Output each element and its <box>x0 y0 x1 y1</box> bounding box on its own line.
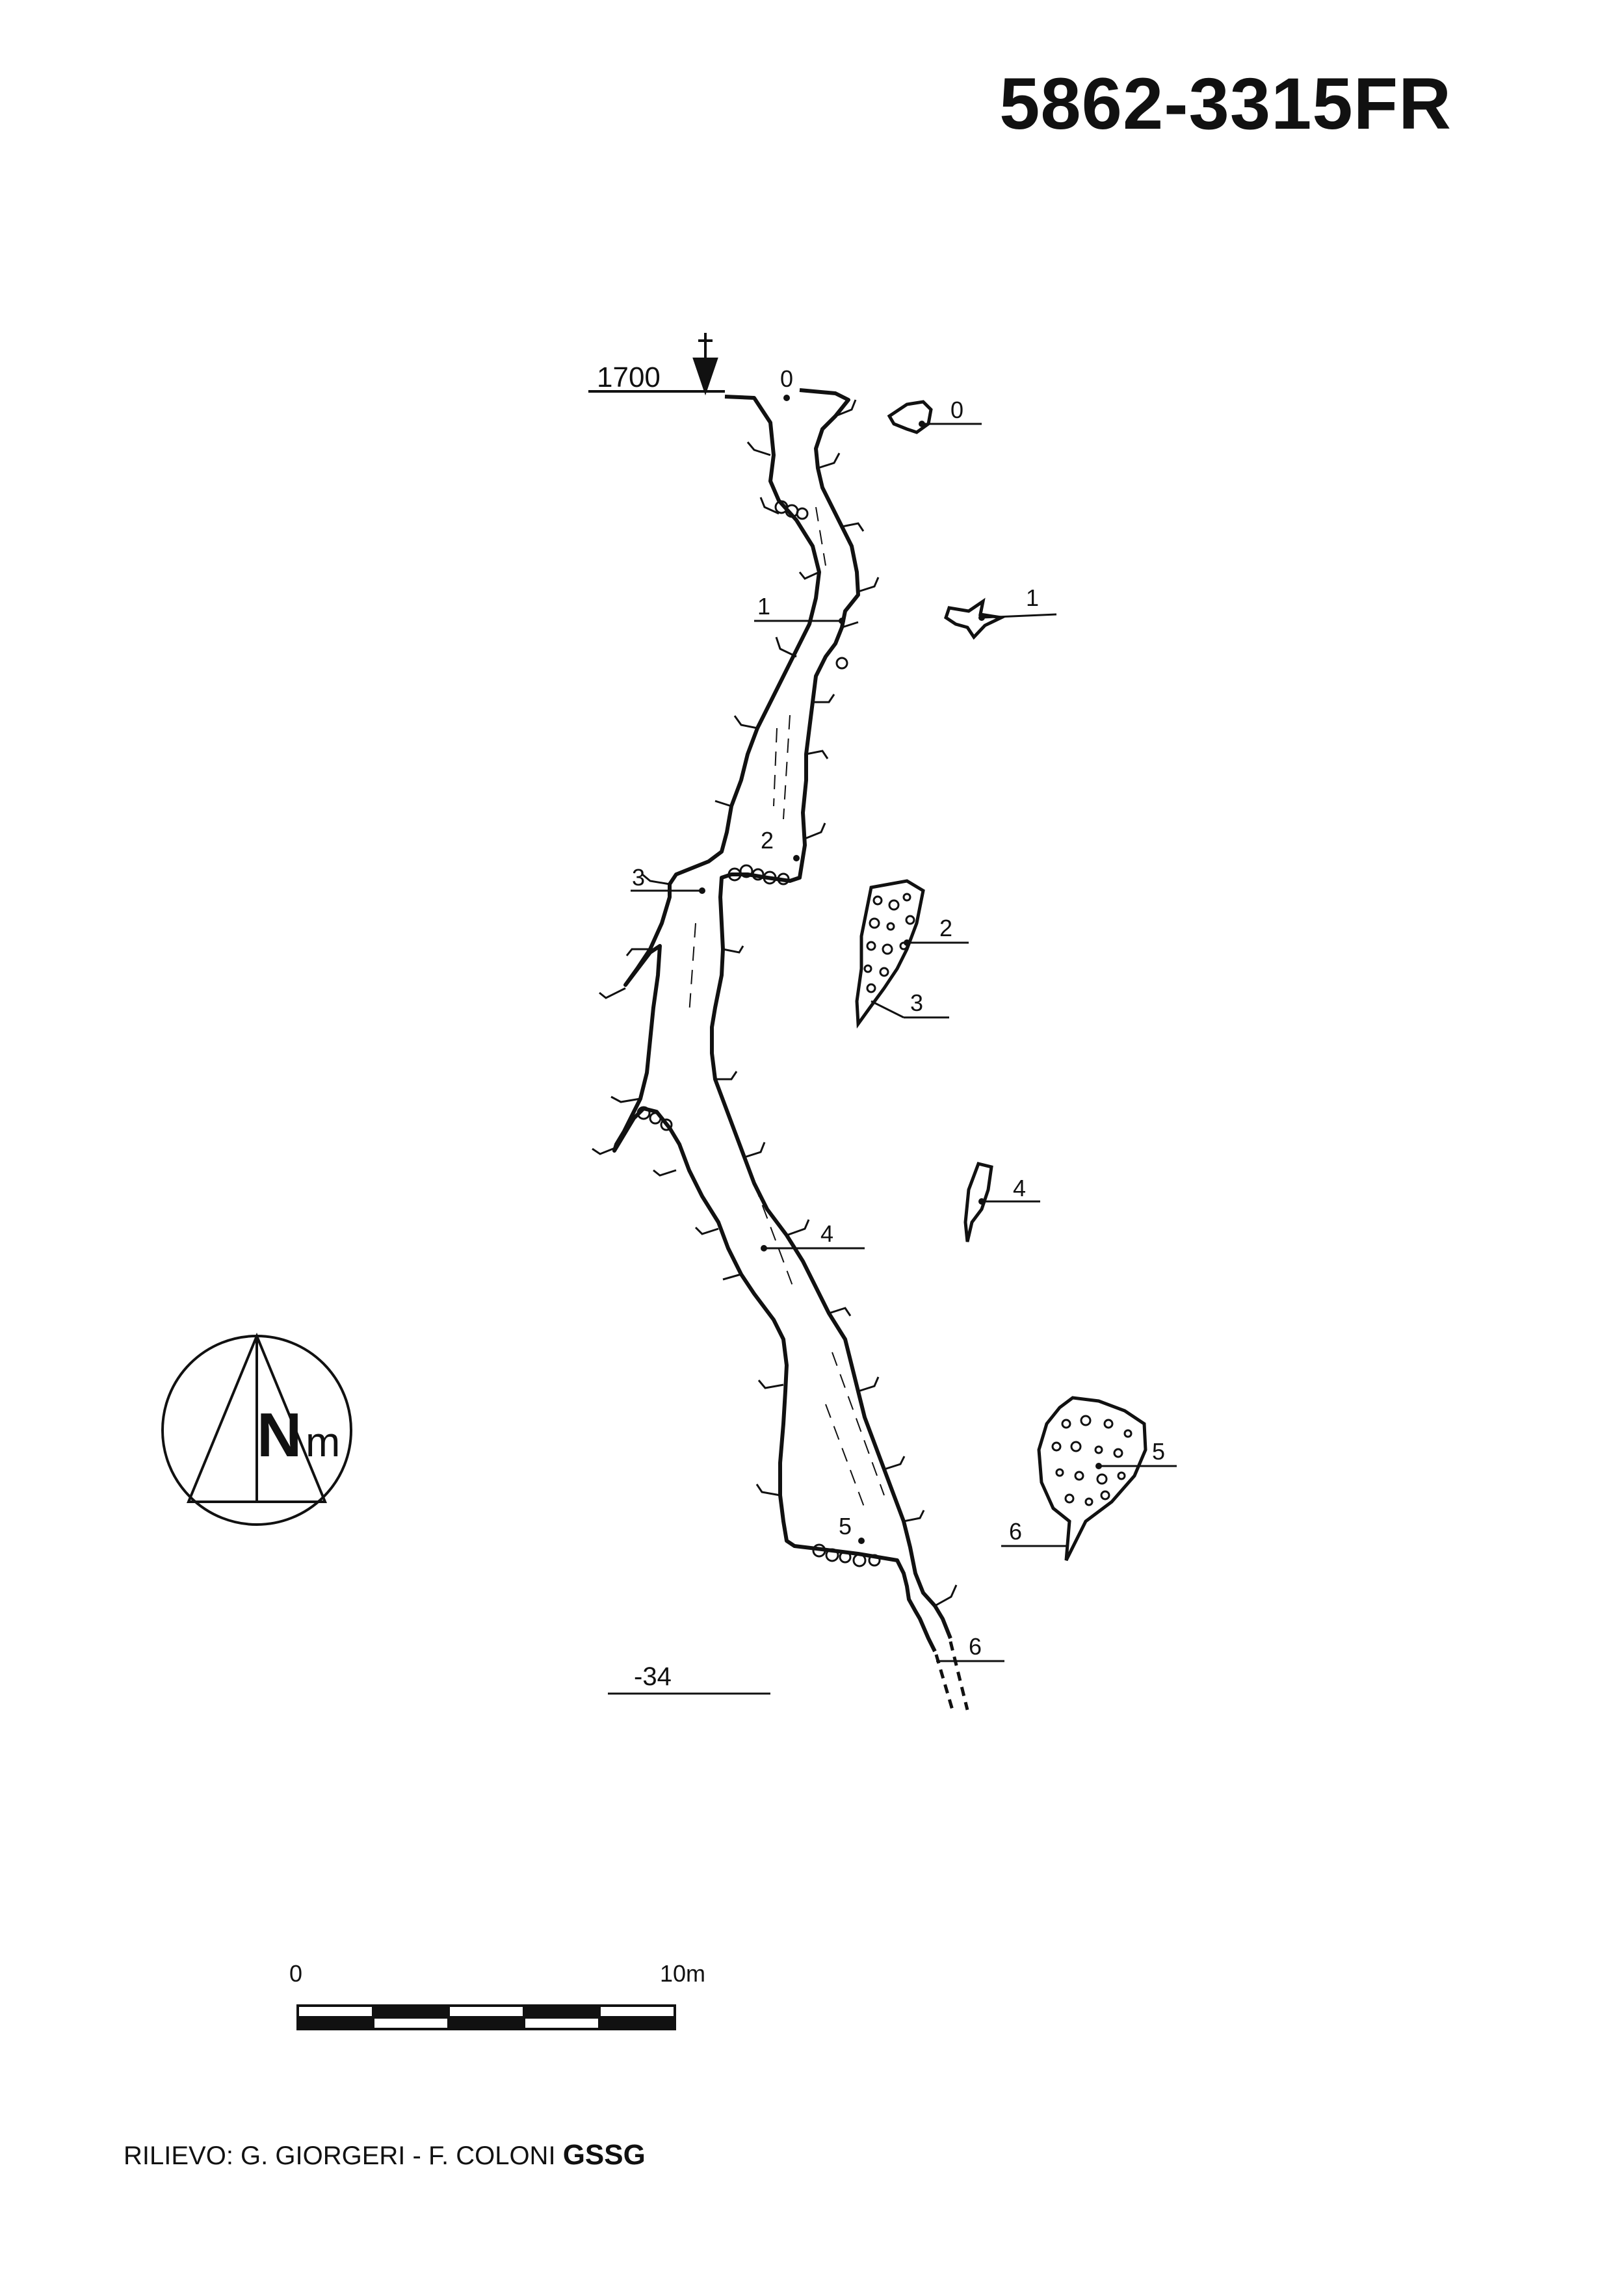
north-arrow-sub: m <box>306 1419 340 1465</box>
station-label-2: 2 <box>761 827 774 854</box>
section-label-6: 6 <box>1009 1518 1022 1545</box>
station-label-0: 0 <box>780 365 793 392</box>
section-fill-texture <box>863 893 1133 1506</box>
scale-end-label: 10m <box>660 1960 705 1987</box>
entrance-marker <box>588 333 725 396</box>
blocks-symbols <box>636 500 881 1567</box>
cross-sections <box>855 400 1177 1562</box>
station-label-1: 1 <box>757 593 770 620</box>
survey-credits: RILIEVO: G. GIORGERI - F. COLONI GSSG <box>124 2139 646 2171</box>
station-dots <box>699 395 865 1544</box>
section-label-5: 5 <box>1152 1438 1165 1465</box>
section-label-4: 4 <box>1013 1175 1026 1201</box>
credits-group: GSSG <box>562 2139 646 2171</box>
section-label-3: 3 <box>910 989 923 1016</box>
cave-id-title: 5862-3315FR <box>999 63 1452 144</box>
credits-authors: RILIEVO: G. GIORGERI - F. COLONI <box>124 2142 556 2170</box>
station-label-6: 6 <box>969 1633 982 1660</box>
scale-start-label: 0 <box>289 1960 302 1987</box>
section-label-2: 2 <box>939 915 952 941</box>
section-label-0: 0 <box>950 397 963 423</box>
depth-label: -34 <box>634 1662 672 1691</box>
north-arrow-icon <box>161 1332 352 1526</box>
section-stations <box>904 421 1102 1469</box>
north-arrow-label: N <box>257 1400 302 1470</box>
station-label-5: 5 <box>839 1513 852 1540</box>
continuation-dashes <box>934 1641 969 1710</box>
scale-bar <box>296 2004 676 2030</box>
entrance-altitude-label: 1700 <box>597 361 661 393</box>
section-label-1: 1 <box>1026 584 1039 611</box>
station-label-4: 4 <box>820 1220 833 1247</box>
wall-hatching <box>592 399 958 1607</box>
station-label-3: 3 <box>632 864 645 891</box>
cave-plan-outline <box>612 388 952 1653</box>
station-leaders <box>608 620 1004 1695</box>
internal-dashed-lines <box>688 506 885 1509</box>
